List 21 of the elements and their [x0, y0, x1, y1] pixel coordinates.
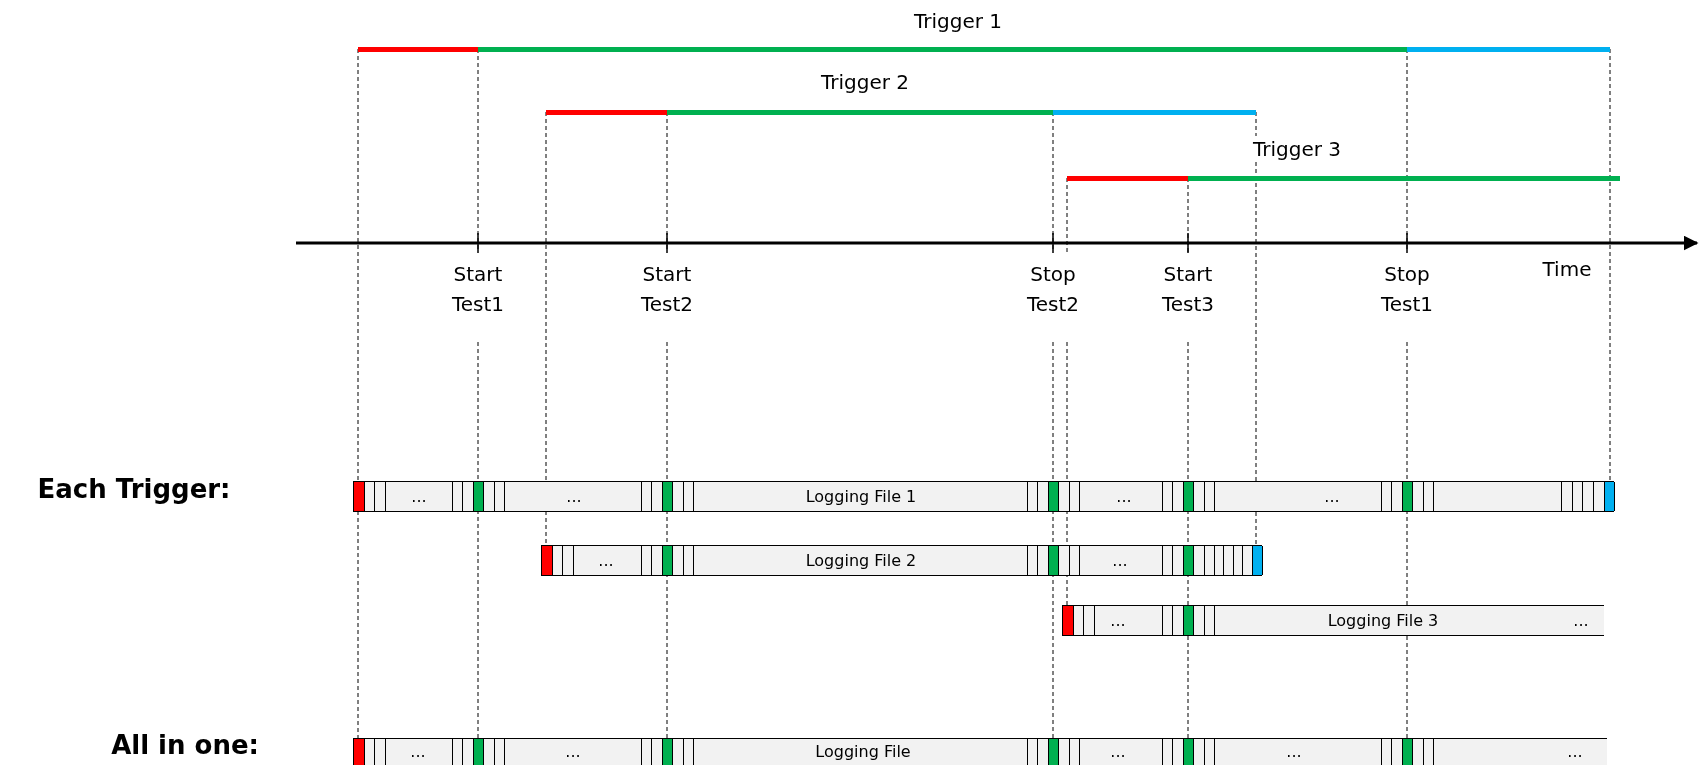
bar-text: ... [598, 550, 614, 571]
bar-text: ... [1573, 610, 1589, 631]
bar-text: Logging File 3 [1327, 610, 1439, 631]
bar-text: Logging File [815, 742, 911, 762]
bar-text: ... [410, 742, 426, 762]
logging-file-bar [353, 738, 1607, 765]
bar-text: ... [566, 486, 582, 507]
bar-text: ... [1110, 742, 1126, 762]
logging-file-bar [1062, 605, 1604, 636]
bar-text: ... [1116, 486, 1132, 507]
bar-text: ... [1110, 610, 1126, 631]
bar-text: ... [1112, 550, 1128, 571]
bar-text: ... [1286, 742, 1302, 762]
bar-text: ... [1567, 742, 1583, 762]
bar-text: ... [1324, 486, 1340, 507]
bar-text: ... [565, 742, 581, 762]
bar-text: Logging File 1 [805, 486, 917, 507]
logging-file-bar [353, 481, 1614, 512]
bar-text: ... [411, 486, 427, 507]
bar-text: Logging File 2 [805, 550, 917, 571]
logging-file-bar [541, 545, 1262, 576]
